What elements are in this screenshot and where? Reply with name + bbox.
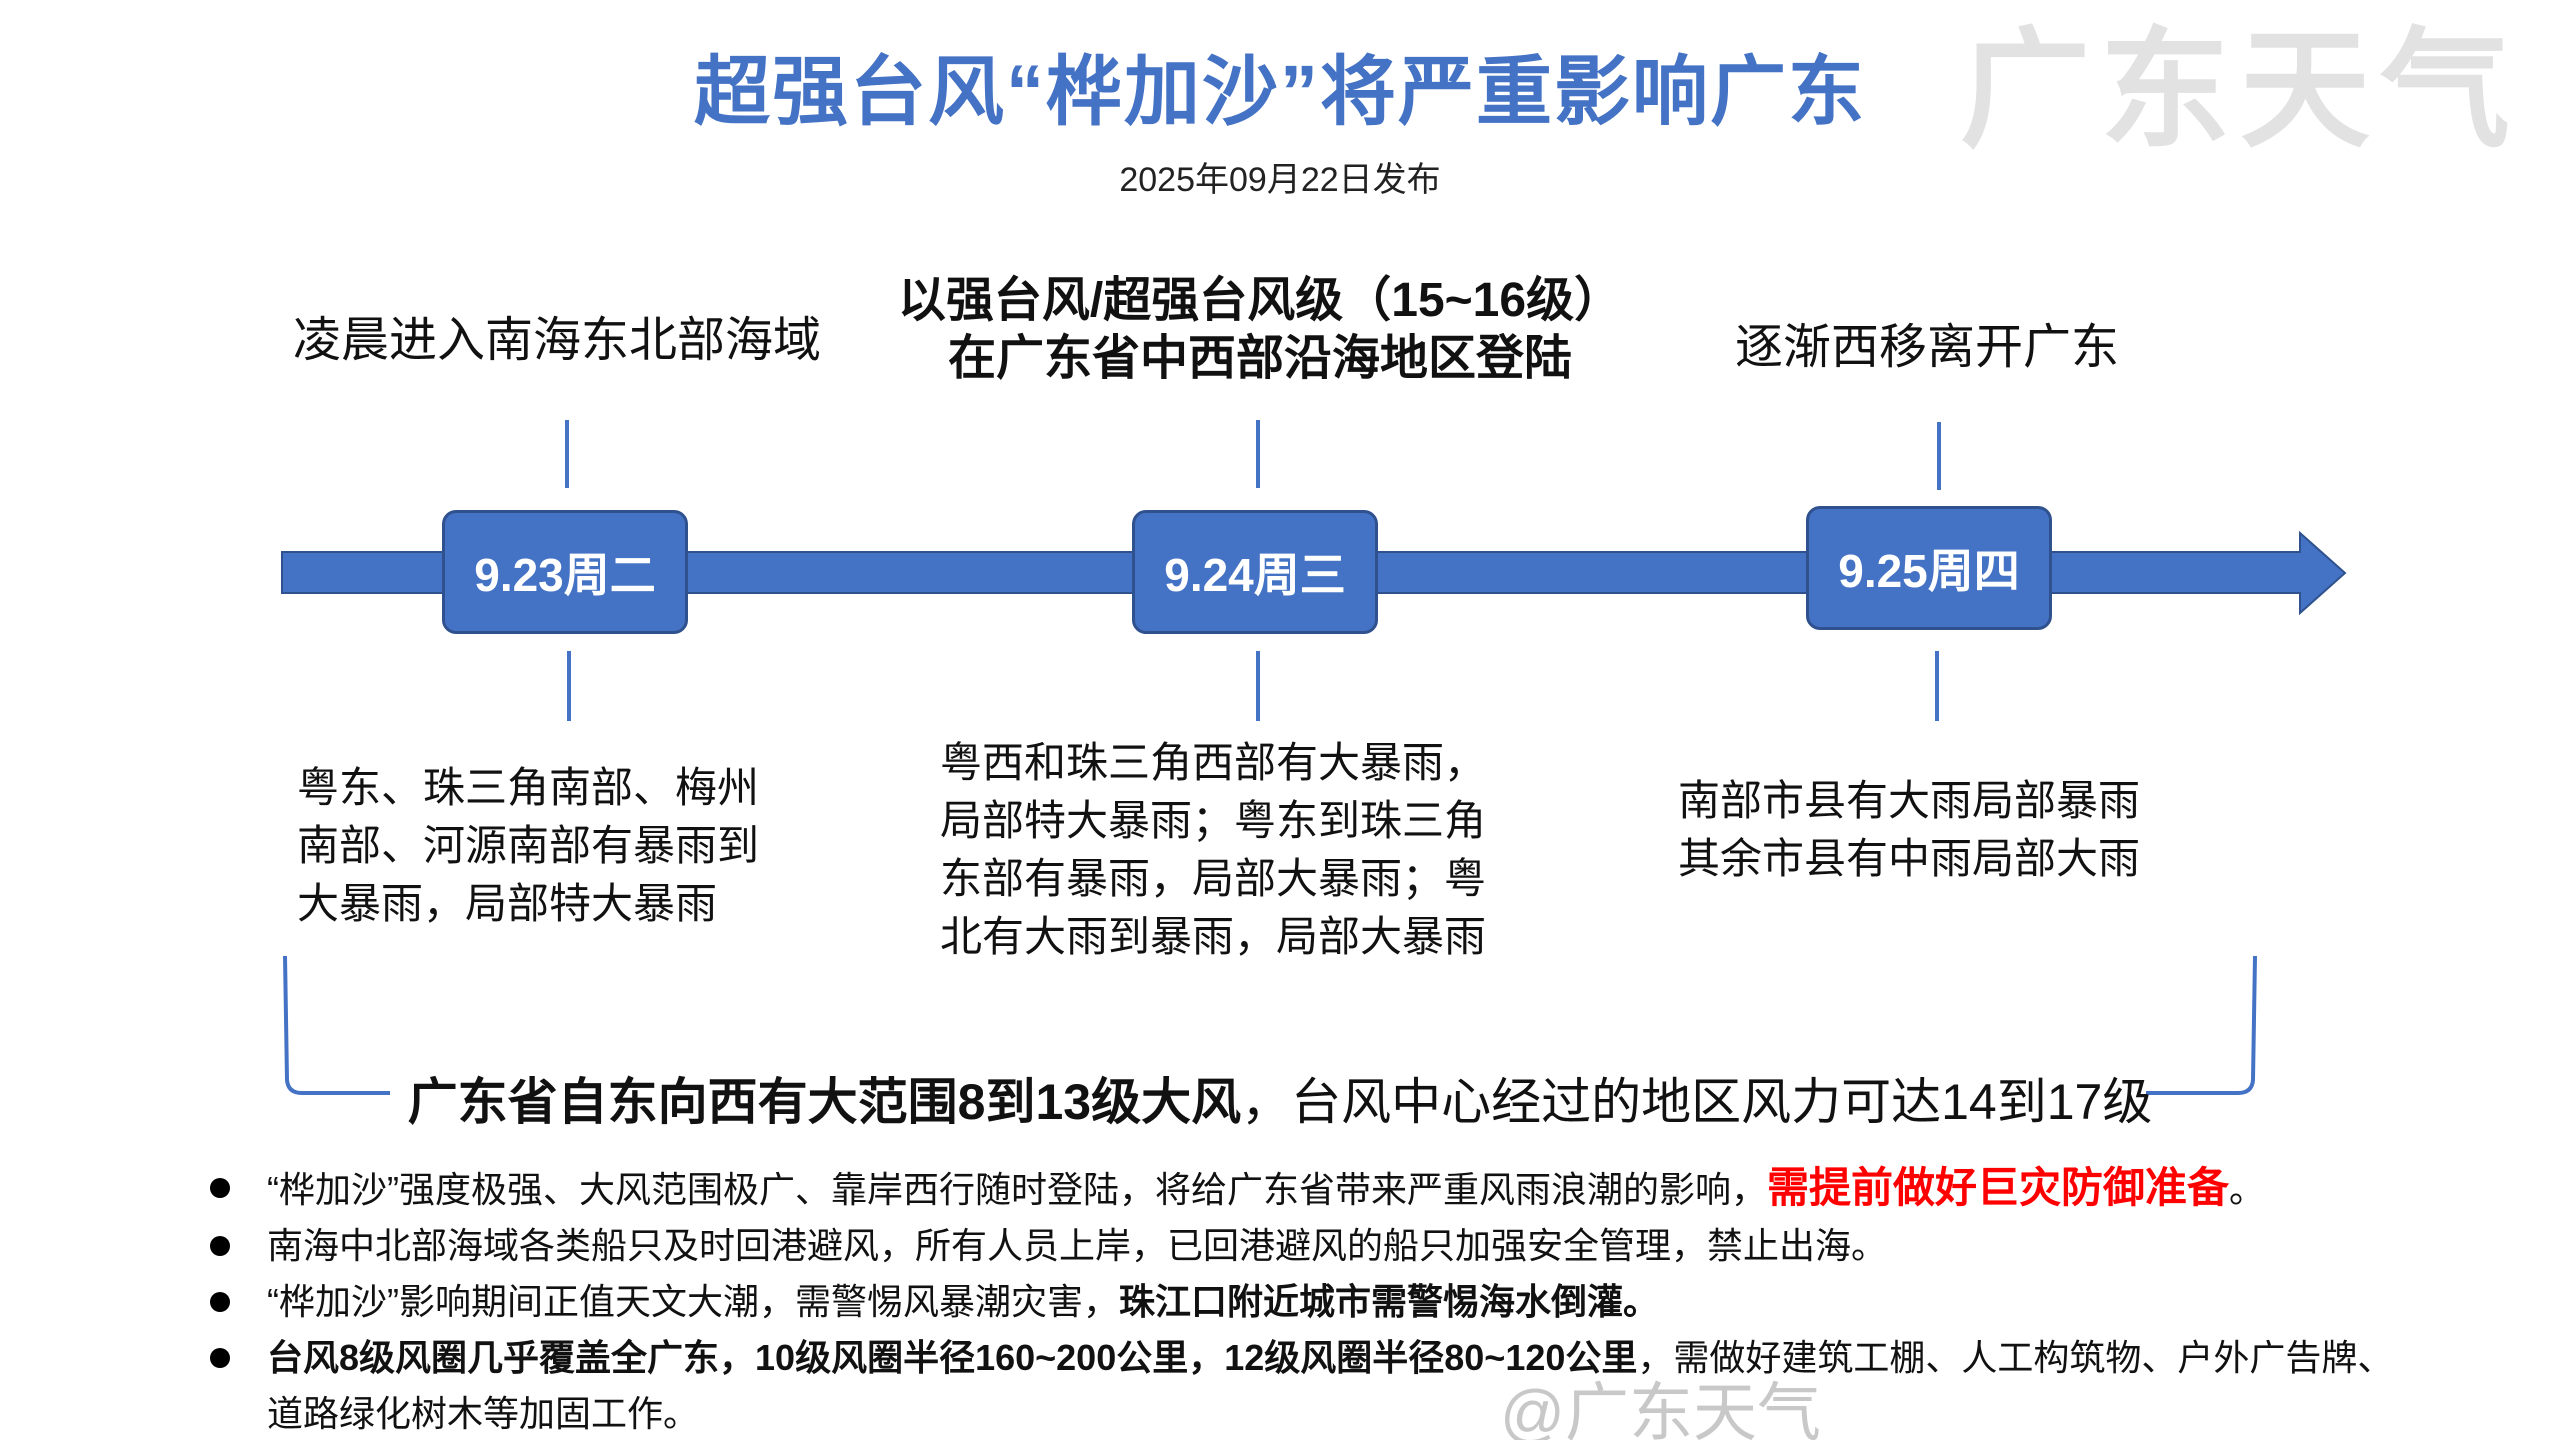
day1-forecast: 粤东、珠三角南部、梅州 南部、河源南部有暴雨到 大暴雨，局部特大暴雨 xyxy=(297,759,759,933)
bullet-warning: 需提前做好巨灾防御准备 xyxy=(1766,1164,2229,1211)
date-box-day2: 9.24周三 xyxy=(1132,510,1378,634)
tick-line xyxy=(1935,651,1939,721)
wind-summary: 广东省自东向西有大范围8到13级大风，台风中心经过的地区风力可达14到17级 xyxy=(0,1062,2560,1134)
bullet-bold: 台风8级风圈几乎覆盖全广东，10级风圈半径160~200公里，12级风圈半径80… xyxy=(267,1337,1638,1378)
list-item: “桦加沙”影响期间正值天文大潮，需警惕风暴潮灾害，珠江口附近城市需警惕海水倒灌。 xyxy=(205,1274,2405,1330)
wind-summary-bold: 广东省自东向西有大范围8到13级大风 xyxy=(407,1074,1242,1130)
page-title: 超强台风“桦加沙”将严重影响广东 xyxy=(694,50,1866,135)
list-item: 台风8级风圈几乎覆盖全广东，10级风圈半径160~200公里，12级风圈半径80… xyxy=(205,1330,2405,1440)
day3-top-label: 逐渐西移离开广东 xyxy=(1735,321,2120,374)
publish-date: 2025年09月22日发布 xyxy=(1119,161,1441,199)
tick-line xyxy=(1937,422,1941,490)
forecast-line: 其余市县有中雨局部大雨 xyxy=(1678,835,2141,882)
forecast-line: 北有大雨到暴雨，局部大暴雨 xyxy=(940,913,1487,960)
list-item: “桦加沙”强度极强、大风范围极广、靠岸西行随时登陆，将给广东省带来严重风雨浪潮的… xyxy=(205,1160,2405,1218)
bracket-line xyxy=(283,955,2257,1095)
date-box-day3: 9.25周四 xyxy=(1806,506,2052,630)
bullet-text: 。 xyxy=(2229,1169,2266,1210)
bullet-text: ，需做好建筑工棚、人工构筑物、户外广告牌、道路绿化树木等加固工作。 xyxy=(267,1337,2394,1434)
date-box-day1: 9.23周二 xyxy=(442,510,688,634)
list-item: 南海中北部海域各类船只及时回港避风，所有人员上岸，已回港避风的船只加强安全管理，… xyxy=(205,1218,2405,1274)
day2-top-label: 以强台风/超强台风级（15~16级） 在广东省中西部沿海地区登陆 xyxy=(860,272,1660,388)
forecast-line: 南部、河源南部有暴雨到 xyxy=(297,822,760,869)
day3-forecast: 南部市县有大雨局部暴雨 其余市县有中雨局部大雨 xyxy=(1678,772,2140,888)
day2-top-line: 以强台风/超强台风级（15~16级） xyxy=(897,274,1623,327)
bullet-text: “桦加沙”强度极强、大风范围极广、靠岸西行随时登陆，将给广东省带来严重风雨浪潮的… xyxy=(267,1169,1767,1210)
day1-top-label: 凌晨进入南海东北部海域 xyxy=(293,314,822,367)
background-watermark: 广东天气 xyxy=(1960,17,2521,163)
day2-forecast: 粤西和珠三角西部有大暴雨， 局部特大暴雨；粤东到珠三角 东部有暴雨，局部大暴雨；… xyxy=(940,734,1486,966)
forecast-line: 大暴雨，局部特大暴雨 xyxy=(297,880,718,927)
tick-line xyxy=(1256,651,1260,721)
forecast-line: 东部有暴雨，局部大暴雨；粤 xyxy=(940,855,1487,902)
bullet-text: 南海中北部海域各类船只及时回港避风，所有人员上岸，已回港避风的船只加强安全管理，… xyxy=(267,1225,1888,1266)
forecast-line: 局部特大暴雨；粤东到珠三角 xyxy=(940,797,1487,844)
weibo-watermark: @广东天气 xyxy=(1500,1377,1821,1440)
tick-line xyxy=(567,651,571,721)
forecast-line: 粤东、珠三角南部、梅州 xyxy=(297,764,760,811)
tick-line xyxy=(1256,420,1260,488)
advisory-list: “桦加沙”强度极强、大风范围极广、靠岸西行随时登陆，将给广东省带来严重风雨浪潮的… xyxy=(205,1160,2405,1440)
bullet-bold: 珠江口附近城市需警惕海水倒灌。 xyxy=(1118,1281,1659,1322)
forecast-line: 南部市县有大雨局部暴雨 xyxy=(1678,777,2141,824)
day2-top-line: 在广东省中西部沿海地区登陆 xyxy=(947,332,1572,385)
forecast-line: 粤西和珠三角西部有大暴雨， xyxy=(940,739,1487,786)
tick-line xyxy=(565,420,569,488)
bullet-text: “桦加沙”影响期间正值天文大潮，需警惕风暴潮灾害， xyxy=(267,1281,1119,1322)
wind-summary-normal: ，台风中心经过的地区风力可达14到17级 xyxy=(1241,1074,2153,1130)
